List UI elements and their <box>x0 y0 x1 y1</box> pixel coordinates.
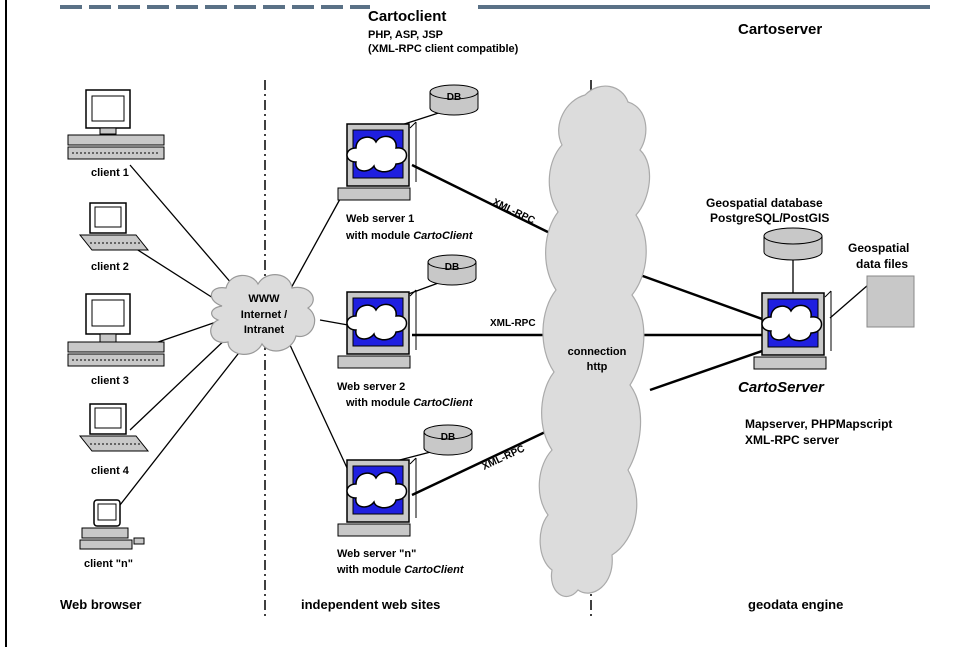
cloud-label-intranet: Intranet <box>244 324 285 336</box>
footer-web-browser: Web browser <box>60 597 141 612</box>
client-label: client 3 <box>91 375 129 387</box>
cartoserver-rpc: XML-RPC server <box>745 433 839 447</box>
database-cylinder-icon <box>763 227 823 261</box>
geo-db-title: Geospatial database <box>706 196 823 210</box>
db-label: DB <box>447 92 461 103</box>
laptop-icon <box>78 403 150 452</box>
server-name: Web server 2 <box>337 381 405 393</box>
server-computer-icon <box>337 121 417 201</box>
client-n: client "n" <box>79 499 145 570</box>
http-cloud-label-connection: connection <box>568 346 627 358</box>
web-server-2: DB Web server 2 with module CartoClient … <box>337 254 536 409</box>
server-name: Web server "n" <box>337 548 416 560</box>
footer-labels: Web browser independent web sites geodat… <box>60 597 843 612</box>
cloud-label-www: WWW <box>248 293 280 305</box>
db-label: DB <box>441 432 455 443</box>
server-module: with module CartoClient <box>345 230 474 242</box>
http-cloud-label-http: http <box>587 361 608 373</box>
server-computer-icon <box>337 289 417 369</box>
client-label: client "n" <box>84 558 133 570</box>
database-cylinder-icon <box>429 84 479 116</box>
geo-files-sub: data files <box>856 257 908 271</box>
xml-rpc-link-label: XML-RPC <box>491 197 537 227</box>
cartoclient-langs: PHP, ASP, JSP <box>368 29 443 41</box>
server-name: Web server 1 <box>346 213 414 225</box>
footer-geodata-engine: geodata engine <box>748 597 843 612</box>
data-file-icon <box>866 275 915 328</box>
server-module: with module CartoClient <box>336 564 465 576</box>
http-cloud: connection http <box>538 85 651 597</box>
laptop-icon <box>78 202 150 251</box>
database-cylinder-icon <box>427 254 477 286</box>
client-1: client 1 <box>67 89 165 179</box>
client-label: client 4 <box>91 465 130 477</box>
cartoserver-node: Geospatial database PostgreSQL/PostGIS G… <box>706 196 915 447</box>
db-label: DB <box>445 262 459 273</box>
www-cloud: WWW Internet / Intranet <box>210 274 316 355</box>
web-server-1: DB Web server 1 with module CartoClient … <box>337 84 537 242</box>
server-module: with module CartoClient <box>345 397 474 409</box>
client-4: client 4 <box>78 403 150 477</box>
footer-independent-web-sites: independent web sites <box>301 597 440 612</box>
cartoclient-title: Cartoclient <box>368 8 446 25</box>
page-frame <box>5 0 930 647</box>
desktop-computer-icon <box>67 293 165 367</box>
client-label: client 1 <box>91 167 129 179</box>
geo-files-title: Geospatial <box>848 241 909 255</box>
terminal-computer-icon <box>79 499 145 550</box>
cloud-icon <box>210 274 316 355</box>
xml-rpc-link-label: XML-RPC <box>490 318 536 329</box>
cartoclient-compat: (XML-RPC client compatible) <box>368 43 519 55</box>
desktop-computer-icon <box>67 89 165 160</box>
client-3: client 3 <box>67 293 165 387</box>
geo-db-product: PostgreSQL/PostGIS <box>710 211 829 225</box>
client-2: client 2 <box>78 202 150 273</box>
cartoserver-software: Mapserver, PHPMapscript <box>745 417 892 431</box>
cloud-icon <box>538 85 651 597</box>
database-cylinder-icon <box>423 424 473 456</box>
cartoserver-name: CartoServer <box>738 379 825 396</box>
server-computer-icon <box>753 290 832 370</box>
web-server-n: DB Web server "n" with module CartoClien… <box>336 424 527 576</box>
server-computer-icon <box>337 457 417 537</box>
cloud-label-internet: Internet / <box>241 309 287 321</box>
client-label: client 2 <box>91 261 129 273</box>
header: Cartoclient PHP, ASP, JSP (XML-RPC clien… <box>368 8 822 55</box>
cartoserver-title: Cartoserver <box>738 21 822 38</box>
